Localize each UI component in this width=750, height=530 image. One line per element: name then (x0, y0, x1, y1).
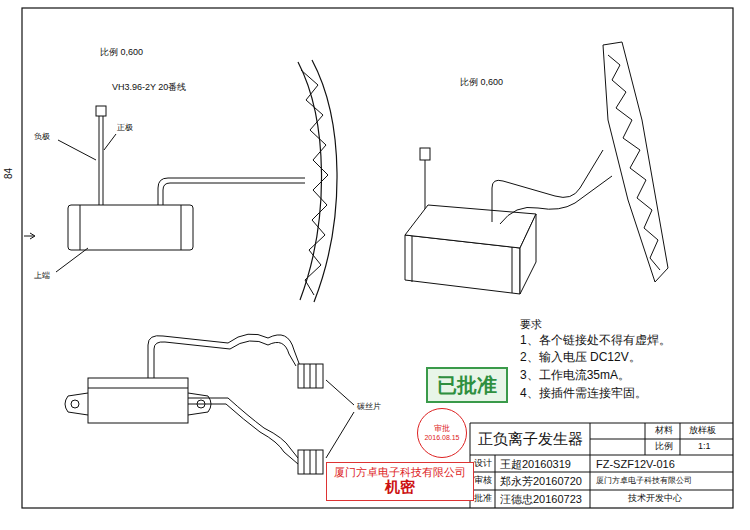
wire-label: 负极 (34, 133, 50, 142)
table-cell: 审核 (474, 476, 492, 486)
front-view (24, 60, 337, 302)
table-cell: 技术开发中心 (628, 494, 682, 504)
table-cell: 放样板 (689, 426, 716, 436)
connector-spec: VH3.96-2Y 20番线 (112, 83, 186, 93)
company-seal: 厦门方卓电子科技有限公司机密 (326, 462, 474, 501)
drawing-title: 正负离子发生器 (478, 431, 583, 448)
table-cell: 汪德忠20160723 (500, 493, 582, 505)
table-cell: 材料 (655, 426, 673, 436)
approval-stamp: 已批准 (426, 367, 508, 403)
stamp-text: 厦门方卓电子科技有限公司 (334, 467, 466, 479)
table-cell: 1:1 (698, 442, 711, 452)
stamp-text: 审批 (434, 425, 450, 434)
part-label: 上端 (34, 272, 50, 281)
title-block-grid (470, 423, 733, 508)
top-view (65, 334, 354, 474)
table-cell: 批准 (474, 494, 492, 504)
seal-stamp: 审批2016.08.15 (417, 408, 467, 458)
note-line: 3、工作电流35mA。 (520, 369, 630, 382)
wire-label: 正极 (117, 124, 133, 133)
table-cell: 比例 (655, 442, 673, 452)
company-name: 厦门方卓电子科技有限公司 (596, 477, 692, 486)
note-line: 2、输入电压 DC12V。 (520, 351, 641, 364)
scale-note: 比例 0,600 (460, 78, 503, 88)
scale-note: 比例 0,600 (100, 48, 143, 58)
note-line: 1、各个链接处不得有虚焊。 (520, 334, 671, 347)
stamp-text: 2016.08.15 (424, 434, 459, 442)
stamp-text: 机密 (385, 479, 415, 496)
note-line: 4、接插件需连接牢固。 (520, 387, 647, 400)
table-cell: 王超20160319 (500, 458, 571, 470)
table-cell: 郑永芳20160720 (500, 475, 582, 487)
drawing-number: FZ-SZF12V-016 (596, 458, 675, 470)
table-cell: 设计 (474, 459, 492, 469)
part-label: 碳丝片 (357, 403, 381, 412)
notes-heading: 要求 (520, 318, 542, 330)
isometric-view (405, 42, 668, 294)
sheet-frame (22, 8, 733, 508)
stamp-text: 已批准 (437, 374, 497, 396)
dimension: 84 (3, 168, 14, 179)
